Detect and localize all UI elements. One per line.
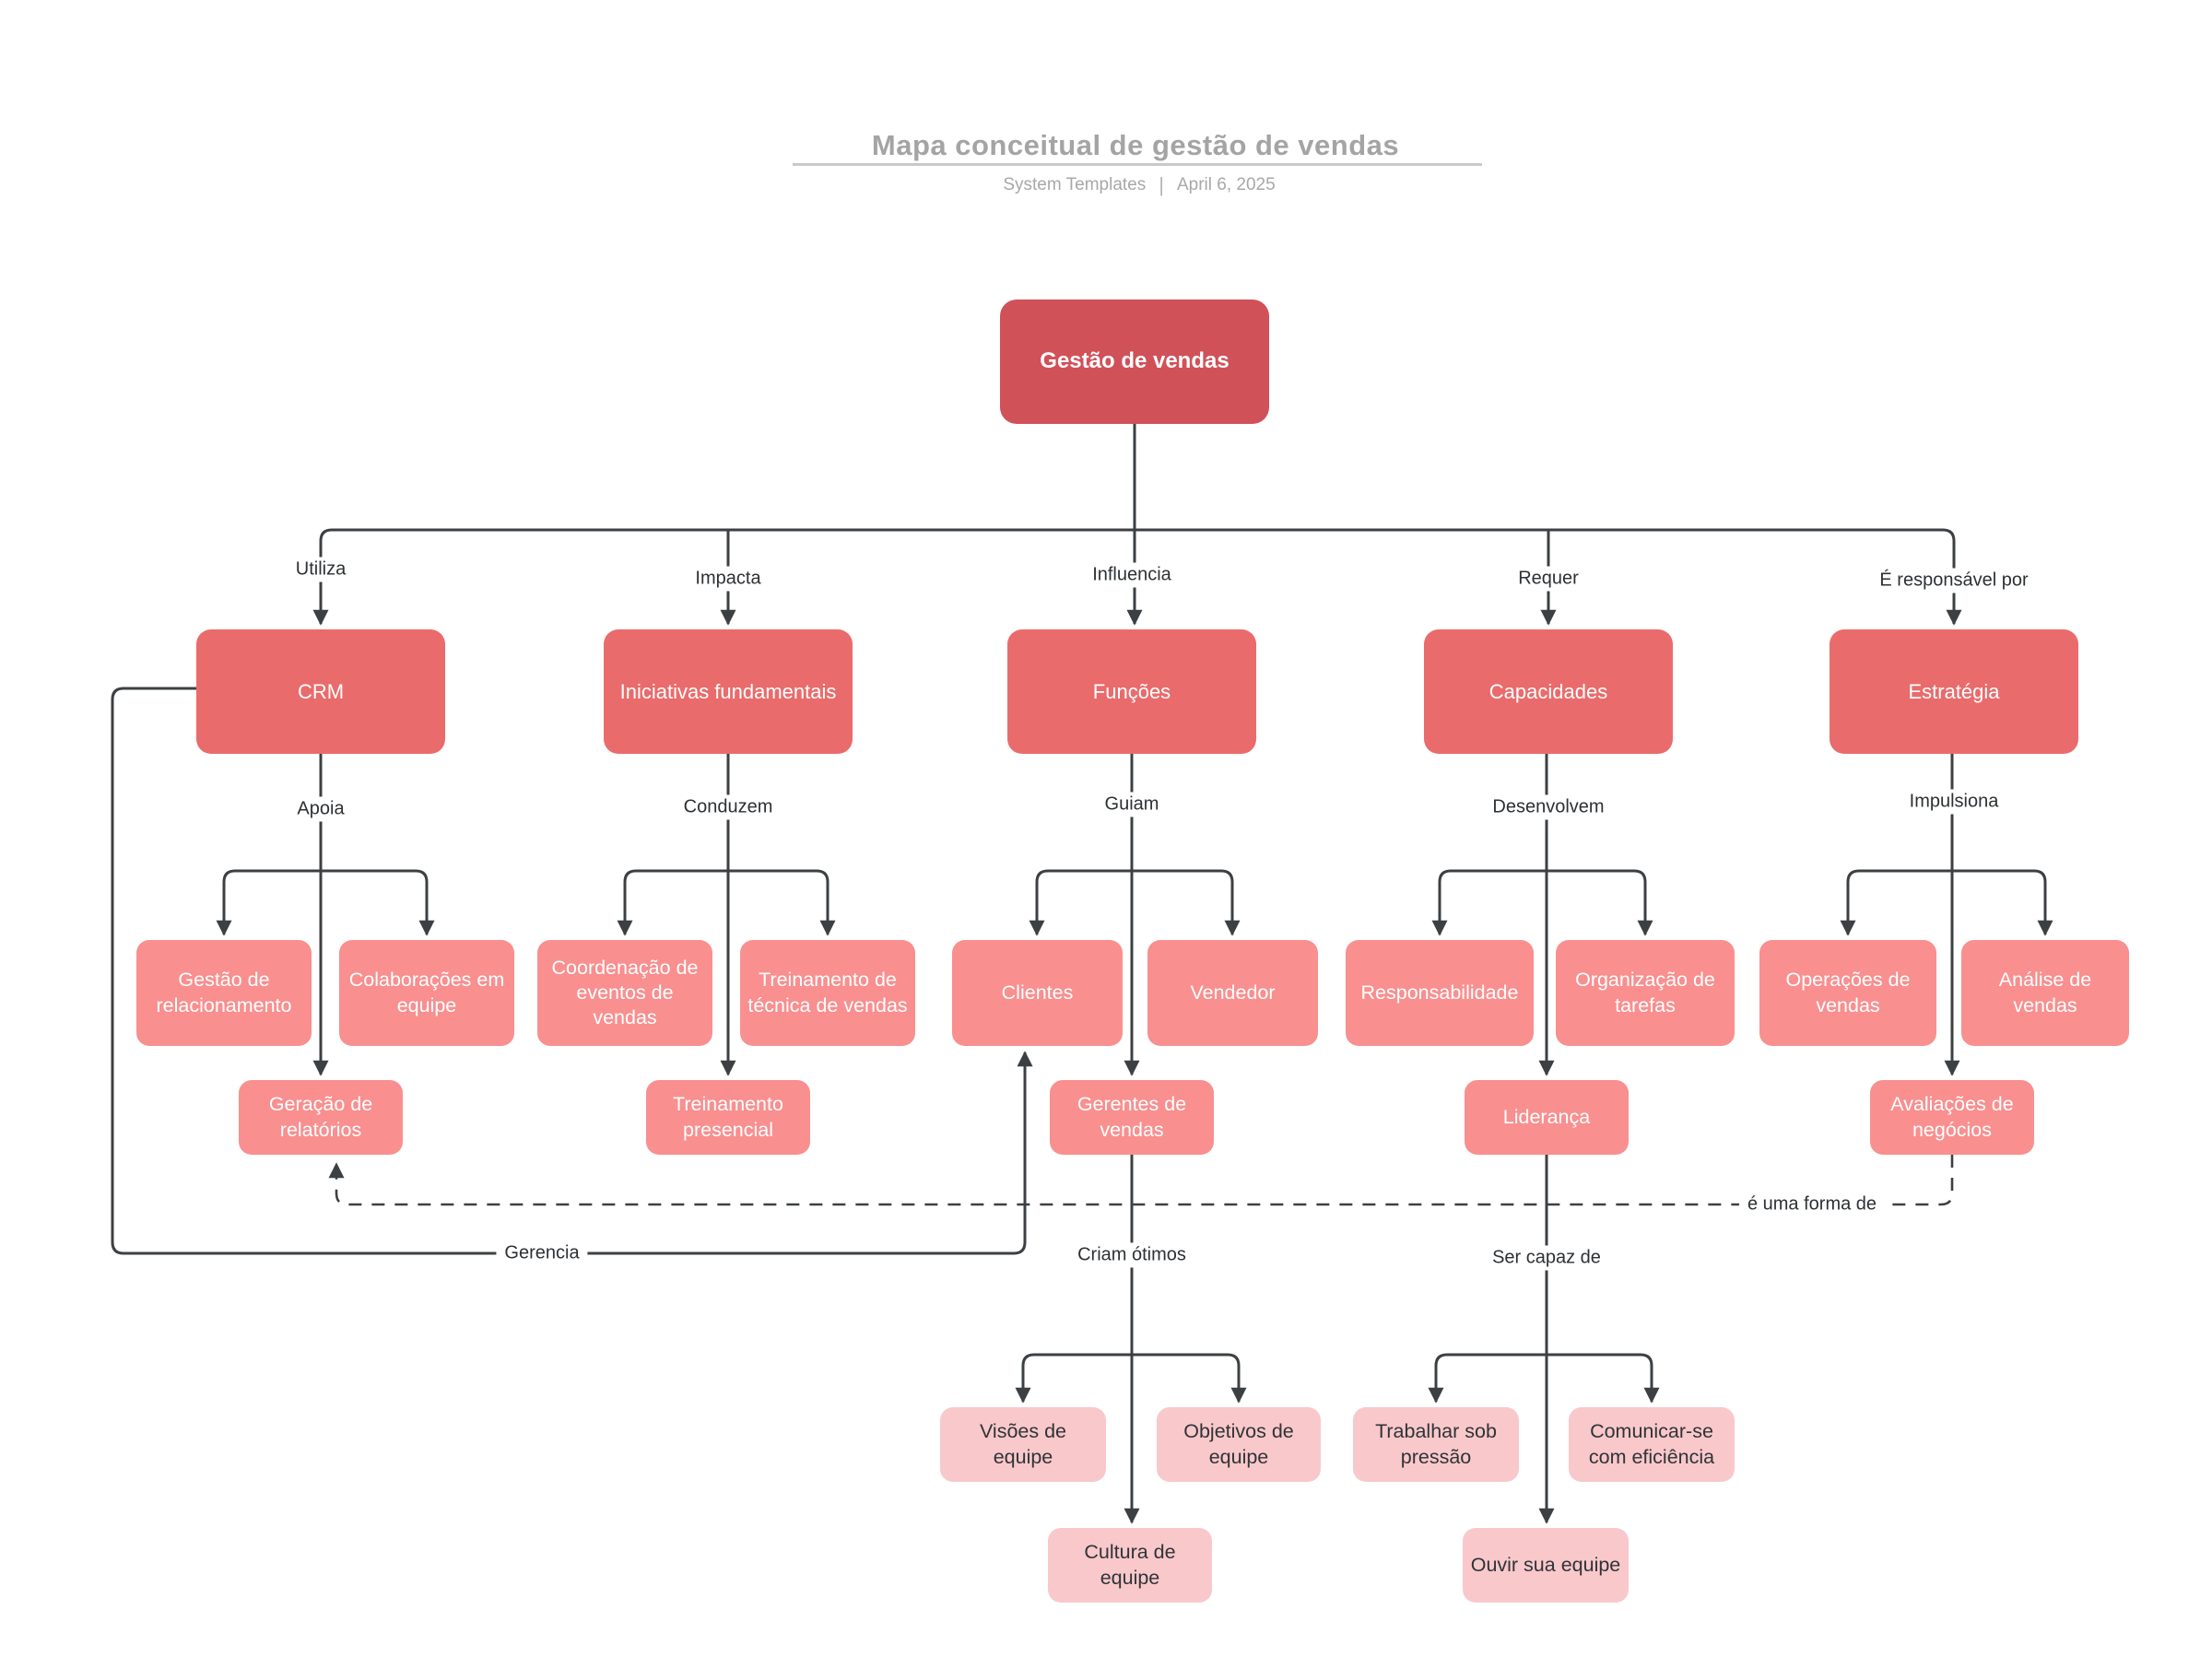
edge-label-guiam: Guiam: [1096, 792, 1168, 817]
node-label: Responsabilidade: [1360, 981, 1519, 1004]
node-label: Funções: [1092, 679, 1171, 703]
node-colaboracoes-em-equipe[interactable]: Colaborações em equipe: [339, 940, 514, 1046]
node-coordenacao-de-eventos[interactable]: Coordenação de eventos de vendas: [537, 940, 712, 1046]
edge-crm-to-colaboracoes: [321, 869, 435, 936]
node-crm[interactable]: CRM: [196, 629, 445, 754]
node-avaliacoes-de-negocios[interactable]: Avaliações de negócios: [1870, 1080, 2034, 1155]
node-label: Colaborações em equipe: [348, 969, 505, 1016]
node-responsabilidade[interactable]: Responsabilidade: [1346, 940, 1534, 1046]
page-title: Mapa conceitual de gestão de vendas: [871, 129, 1400, 161]
node-label: Liderança: [1502, 1105, 1591, 1128]
edge-capacidades-to-organizacao: [1547, 869, 1653, 936]
edge-funcoes-to-clientes: [1029, 869, 1132, 936]
node-label: Avaliações de negócios: [1890, 1093, 2014, 1141]
edge-label-influencia: Influencia: [1084, 562, 1180, 588]
edge-avaliacoes-forma-de-geracao: [328, 1155, 1954, 1206]
page-subtitle: System Templates | April 6, 2025: [1003, 173, 1275, 197]
title-underline: [793, 163, 1482, 166]
node-lideranca[interactable]: Liderança: [1465, 1080, 1629, 1155]
edge-label-e-uma-forma-de: é uma forma de: [1738, 1192, 1886, 1217]
node-label: Visões de equipe: [979, 1420, 1067, 1468]
edge-label-responsavel: É responsável por: [1871, 568, 2037, 593]
edge-estrategia-to-operacoes: [1840, 869, 1952, 936]
node-label: Geração de relatórios: [268, 1093, 373, 1141]
node-capacidades[interactable]: Capacidades: [1424, 629, 1673, 754]
node-label: Gerentes de vendas: [1077, 1093, 1187, 1141]
edge-gerentes-to-objetivos: [1132, 1353, 1247, 1404]
edge-label-utiliza: Utiliza: [287, 557, 355, 582]
node-label: Gestão de relacionamento: [156, 969, 292, 1016]
node-ouvir-sua-equipe[interactable]: Ouvir sua equipe: [1463, 1528, 1629, 1603]
node-label: Operações de vendas: [1785, 969, 1911, 1016]
subtitle-divider: |: [1159, 173, 1164, 196]
edge-crm-gerencia-clientes: [111, 687, 1033, 1255]
node-label: Trabalhar sob pressão: [1375, 1420, 1497, 1468]
edge-root-to-crm: [312, 528, 1135, 626]
node-label: Clientes: [1001, 981, 1074, 1004]
node-label: Treinamento presencial: [673, 1093, 783, 1141]
node-label: Coordenação de eventos de vendas: [551, 956, 699, 1029]
edge-label-gerencia: Gerencia: [496, 1240, 588, 1266]
node-label: Análise de vendas: [1998, 969, 2092, 1016]
edge-root-to-estrategia: [1135, 528, 1962, 626]
node-geracao-de-relatorios[interactable]: Geração de relatórios: [239, 1080, 403, 1155]
node-treinamento-de-tecnica[interactable]: Treinamento de técnica de vendas: [740, 940, 915, 1046]
node-comunicar-se-com-eficiencia[interactable]: Comunicar-se com eficiência: [1569, 1407, 1735, 1482]
node-label: Objetivos de equipe: [1183, 1420, 1294, 1468]
node-label: Capacidades: [1488, 679, 1608, 703]
node-clientes[interactable]: Clientes: [952, 940, 1123, 1046]
node-trabalhar-sob-pressao[interactable]: Trabalhar sob pressão: [1353, 1407, 1519, 1482]
node-iniciativas-fundamentais[interactable]: Iniciativas fundamentais: [604, 629, 853, 754]
node-label: Gestão de vendas: [1040, 348, 1230, 374]
node-cultura-de-equipe[interactable]: Cultura de equipe: [1048, 1528, 1212, 1603]
node-label: Iniciativas fundamentais: [619, 679, 837, 703]
edge-estrategia-to-analise: [1952, 869, 2053, 936]
edge-gerentes-to-visoes: [1015, 1353, 1132, 1404]
edge-iniciativas-to-coordenacao: [617, 869, 728, 936]
node-label: Ouvir sua equipe: [1470, 1553, 1621, 1576]
node-vendedor[interactable]: Vendedor: [1147, 940, 1318, 1046]
edge-crm-to-gestao: [216, 869, 321, 936]
edge-lideranca-to-trabalhar: [1428, 1353, 1547, 1404]
node-label: Vendedor: [1190, 981, 1276, 1004]
node-gerentes-de-vendas[interactable]: Gerentes de vendas: [1050, 1080, 1214, 1155]
node-gestao-de-relacionamento[interactable]: Gestão de relacionamento: [136, 940, 312, 1046]
edge-label-ser-capaz-de: Ser capaz de: [1484, 1245, 1609, 1271]
edge-lideranca-to-comunicar: [1547, 1353, 1660, 1404]
node-analise-de-vendas[interactable]: Análise de vendas: [1961, 940, 2129, 1046]
node-operacoes-de-vendas[interactable]: Operações de vendas: [1759, 940, 1936, 1046]
node-label: Estratégia: [1908, 679, 2000, 703]
node-estrategia[interactable]: Estratégia: [1830, 629, 2078, 754]
node-treinamento-presencial[interactable]: Treinamento presencial: [646, 1080, 810, 1155]
node-visoes-de-equipe[interactable]: Visões de equipe: [940, 1407, 1106, 1482]
edge-label-impulsiona: Impulsiona: [1900, 789, 2007, 815]
author-label: System Templates: [1003, 175, 1147, 194]
node-gestao-de-vendas[interactable]: Gestão de vendas: [1000, 300, 1269, 424]
edge-label-apoia: Apoia: [288, 796, 353, 822]
node-label: Comunicar-se com eficiência: [1588, 1420, 1715, 1468]
edge-label-requer: Requer: [1510, 566, 1587, 592]
edge-capacidades-to-responsabilidade: [1431, 869, 1547, 936]
node-label: Cultura de equipe: [1084, 1541, 1176, 1589]
date-label: April 6, 2025: [1176, 175, 1276, 194]
node-organizacao-de-tarefas[interactable]: Organização de tarefas: [1556, 940, 1735, 1046]
node-objetivos-de-equipe[interactable]: Objetivos de equipe: [1157, 1407, 1321, 1482]
edge-label-impacta: Impacta: [687, 566, 770, 592]
node-label: CRM: [297, 679, 345, 703]
edge-iniciativas-to-tecnica: [728, 869, 836, 936]
edge-label-conduzem: Conduzem: [675, 794, 782, 820]
edge-label-criam-otimos: Criam ótimos: [1069, 1242, 1194, 1268]
node-funcoes[interactable]: Funções: [1007, 629, 1256, 754]
edge-funcoes-to-vendedor: [1132, 869, 1241, 936]
node-label: Treinamento de técnica de vendas: [747, 969, 908, 1016]
edge-label-desenvolvem: Desenvolvem: [1484, 794, 1613, 820]
node-label: Organização de tarefas: [1575, 969, 1715, 1016]
